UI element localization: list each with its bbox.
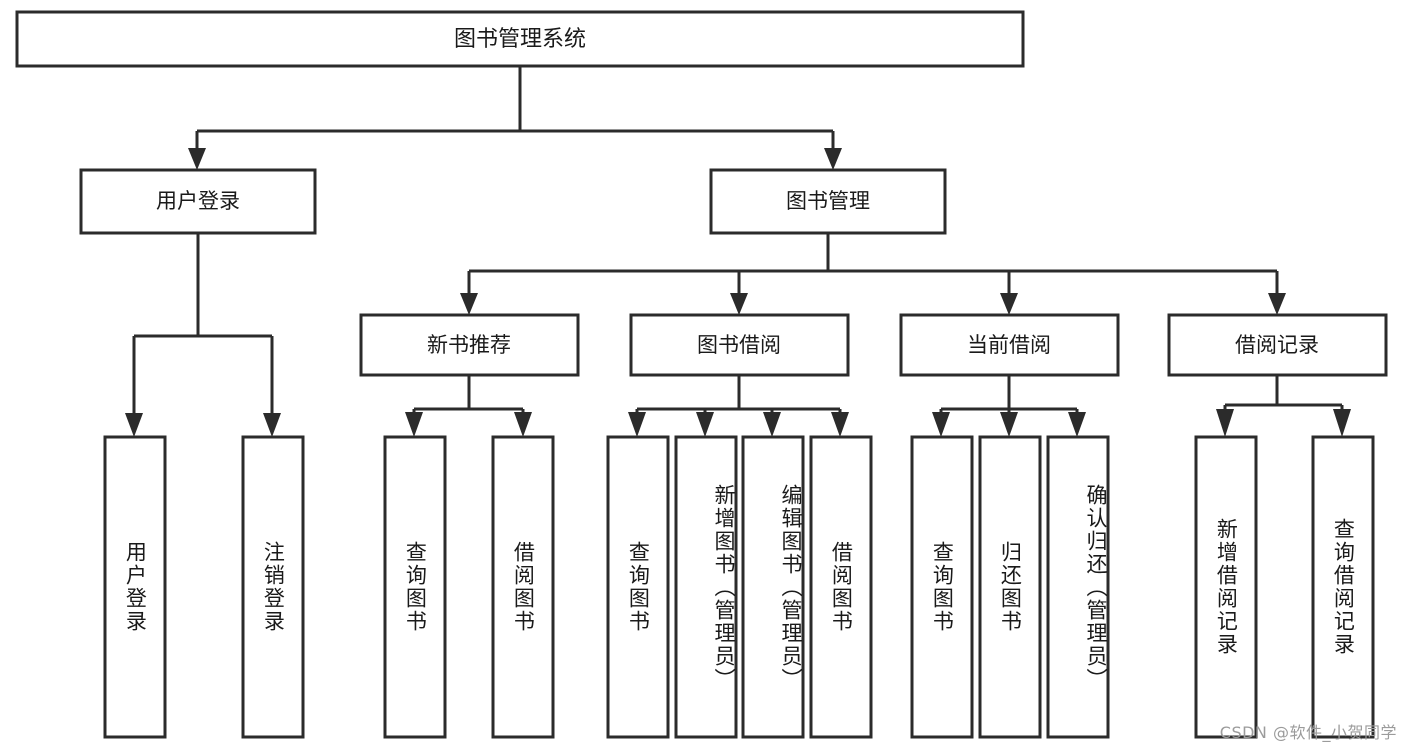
leaf-box-logout[interactable] bbox=[241, 435, 305, 739]
leaf-box-edit-book[interactable] bbox=[741, 435, 805, 739]
leaf-box-query-record[interactable] bbox=[1311, 435, 1375, 739]
node-label-user-login: 用户登录 bbox=[156, 189, 240, 213]
arrow-head-leaf-add-book bbox=[696, 412, 714, 437]
leaf-box-query-book-2[interactable] bbox=[606, 435, 670, 739]
node-box-current-borrow[interactable] bbox=[899, 313, 1120, 377]
node-label-new-book-recommend: 新书推荐 bbox=[427, 333, 511, 357]
node-box-new-book-recommend[interactable] bbox=[359, 313, 580, 377]
leaf-box-query-book-1[interactable] bbox=[383, 435, 447, 739]
arrow-head-leaf-query-book-2 bbox=[628, 412, 646, 437]
connector-group-borrowrecord-to-leaves bbox=[1216, 375, 1351, 437]
connector-group-userlogin-to-leaves bbox=[125, 233, 281, 437]
arrow-head-leaf-query-record bbox=[1333, 409, 1351, 437]
arrow-head-leaf-borrow-book-2 bbox=[831, 412, 849, 437]
arrow-head-leaf-query-book-3 bbox=[932, 412, 950, 437]
arrow-head-leaf-query-book-1 bbox=[405, 412, 423, 437]
node-label-borrow-record: 借阅记录 bbox=[1235, 333, 1319, 357]
arrow-head-book-manage bbox=[824, 148, 842, 170]
connector-group-bookmanage-to-level2 bbox=[460, 233, 1286, 315]
node-box-book-borrow[interactable] bbox=[629, 313, 850, 377]
node-box-borrow-record[interactable] bbox=[1167, 313, 1388, 377]
arrow-head-borrow-record bbox=[1268, 293, 1286, 315]
arrow-head-book-borrow bbox=[730, 293, 748, 315]
leaf-box-add-record[interactable] bbox=[1194, 435, 1258, 739]
connector-group-newbook-to-leaves bbox=[405, 375, 532, 437]
node-box-user-login[interactable] bbox=[79, 168, 317, 235]
arrow-head-new-book-recommend bbox=[460, 293, 478, 315]
node-box-book-manage[interactable] bbox=[709, 168, 947, 235]
node-label-book-borrow: 图书借阅 bbox=[697, 333, 781, 357]
arrow-head-leaf-return-book bbox=[1000, 412, 1018, 437]
connector-group-root-to-level1 bbox=[188, 66, 842, 170]
arrow-head-leaf-logout bbox=[263, 413, 281, 437]
arrow-head-leaf-confirm-return bbox=[1068, 412, 1086, 437]
leaf-box-add-book[interactable] bbox=[674, 435, 738, 739]
arrow-head-user-login bbox=[188, 148, 206, 170]
node-label-book-manage: 图书管理 bbox=[786, 189, 870, 213]
leaf-box-user-login[interactable] bbox=[103, 435, 167, 739]
arrow-head-leaf-borrow-book-1 bbox=[514, 412, 532, 437]
node-label-root: 图书管理系统 bbox=[454, 27, 586, 52]
arrow-head-leaf-edit-book bbox=[763, 412, 781, 437]
leaf-box-borrow-book-2[interactable] bbox=[809, 435, 873, 739]
connector-group-currentborrow-to-leaves bbox=[932, 375, 1086, 437]
leaf-box-query-book-3[interactable] bbox=[910, 435, 974, 739]
leaf-box-confirm-return[interactable] bbox=[1046, 435, 1110, 739]
leaf-box-borrow-book-1[interactable] bbox=[491, 435, 555, 739]
leaf-box-return-book[interactable] bbox=[978, 435, 1042, 739]
arrow-head-leaf-add-record bbox=[1216, 409, 1234, 437]
watermark: CSDN @软件_小贺同学 bbox=[1219, 723, 1397, 742]
arrow-head-leaf-user-login bbox=[125, 413, 143, 437]
arrow-head-current-borrow bbox=[1000, 293, 1018, 315]
node-label-current-borrow: 当前借阅 bbox=[967, 333, 1051, 357]
node-box-root[interactable] bbox=[15, 10, 1025, 68]
connector-group-bookborrow-to-leaves bbox=[628, 375, 849, 437]
